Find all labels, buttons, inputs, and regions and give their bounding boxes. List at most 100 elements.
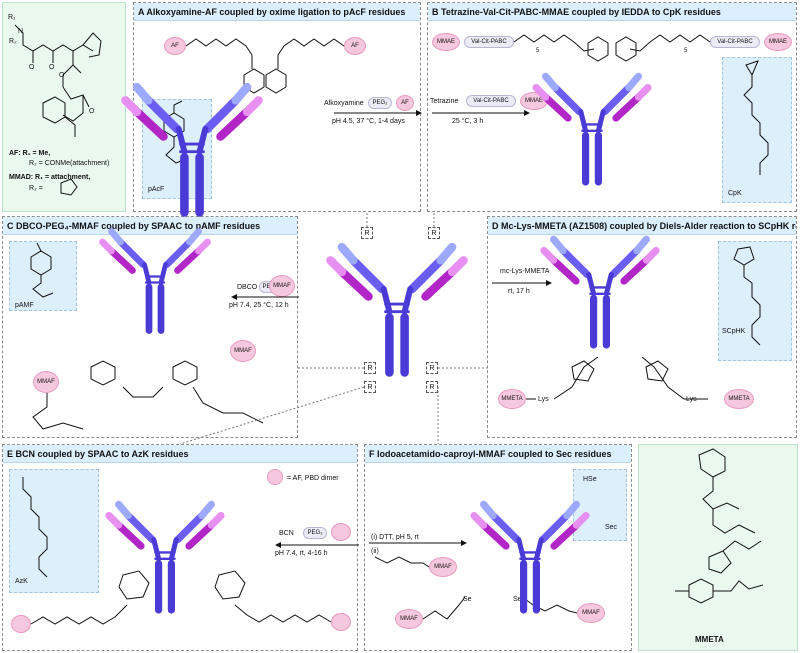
r2-label: R₂ [9, 38, 17, 45]
sub5-right: 5 [684, 48, 688, 54]
thiazole-icon [60, 178, 78, 196]
dbco-label: DBCO [237, 284, 258, 291]
tetrazine-label: Tetrazine [430, 98, 459, 105]
legend-circle [267, 469, 283, 485]
pacf-structure-svg [163, 100, 187, 164]
panel-b-arrow [432, 110, 530, 116]
payload-circle-left [11, 615, 31, 633]
panel-c-linker-svg [32, 360, 264, 430]
bcn-label: BCN [279, 530, 294, 537]
panel-d: D Mc-Lys-MMETA (AZ1508) coupled by Diels… [487, 216, 797, 438]
mmaf-circle-reagent: MMAF [429, 557, 457, 577]
connector-e [179, 386, 365, 445]
r-box-top-left: R [361, 227, 373, 239]
n-label: N [18, 28, 24, 35]
panel-e: E BCN coupled by SPAAC to AzK residues A… [2, 444, 359, 651]
panel-d-arrow [492, 280, 552, 286]
cpk-structure-svg [743, 60, 769, 175]
panel-f-step1: (i) DTT, pH 5, rt [371, 534, 419, 541]
panel-b-conditions: 25 °C, 3 h [452, 118, 484, 125]
panel-a-title: A Alkoxyamine-AF coupled by oxime ligati… [134, 3, 420, 21]
r-box-top-right: R [428, 227, 440, 239]
vcp-pill-right: Val-Cit-PABC [710, 36, 760, 48]
mmeta-circle-right: MMETA [724, 389, 754, 409]
pamf-box [9, 241, 77, 311]
panel-c-arrow [231, 294, 299, 300]
mmaf-circle-f-left: MMAF [395, 609, 423, 629]
panel-a-conditions: pH 4.5, 37 °C, 1-4 days [332, 118, 405, 125]
r-box-low-left: R [364, 381, 376, 393]
payload-circle-right [331, 613, 351, 631]
antibody-d [540, 235, 660, 349]
o-label-2: O [49, 64, 55, 71]
af-mmad-structure-box: R₁ N R₂ O O O O AF: R₁ = Me, R₂ = CONMe(… [2, 2, 126, 212]
panel-c-title: C DBCO-PEG₄-MMAF coupled by SPAAC to pAM… [3, 217, 297, 235]
mmeta-structure-svg [675, 448, 764, 604]
af-mmad-structure-svg [14, 24, 102, 137]
lys-label-left: Lys [538, 396, 549, 403]
mmae-circle-right: MMAE [764, 33, 792, 51]
antibody-a [121, 82, 263, 217]
mmae-circle-left: MMAE [432, 33, 460, 51]
se-label-left: Se [463, 596, 472, 603]
panel-d-conditions: rt, 17 h [508, 288, 530, 295]
pamf-structure-svg [30, 242, 54, 298]
panel-d-title: D Mc-Lys-MMETA (AZ1508) coupled by Diels… [488, 217, 796, 235]
panel-e-arrow [275, 542, 359, 548]
peg3-pill: PEG₃ [303, 527, 327, 539]
o-label-1: O [29, 64, 35, 71]
hse-label: HSe [583, 476, 597, 483]
pacf-label: pAcF [148, 186, 165, 193]
panel-f-arrow [369, 540, 467, 546]
se-label-right: Se [513, 596, 522, 603]
af-circle-right: AF [344, 37, 366, 55]
scphk-box [718, 241, 792, 361]
panel-f-title: F Iodoacetamido-caproyl-MMAF coupled to … [365, 445, 631, 463]
panel-b-title: B Tetrazine-Val-Cit-PABC-MMAE coupled by… [428, 3, 796, 21]
reagent-af-circle: AF [396, 95, 414, 111]
mmeta-circle-left: MMETA [498, 389, 526, 409]
reagent-vcp-pill: Val-Cit-PABC [466, 95, 516, 107]
cpk-box [722, 57, 792, 203]
peg2-pill: PEG₂ [368, 97, 392, 109]
r1-label: R₁ [8, 14, 16, 21]
scphk-label: SCpHK [722, 328, 746, 335]
af-definition-line2: R₂ = CONMe(attachment) [29, 160, 110, 167]
legend-label: = AF, PBD dimer [287, 475, 339, 482]
azk-label: AzK [15, 578, 28, 585]
panel-c-conditions: pH 7.4, 25 °C, 12 h [229, 302, 289, 309]
cpk-label: CpK [728, 190, 742, 197]
antibody-b [532, 72, 652, 186]
antibody-f [470, 500, 590, 614]
panel-d-linker-svg [526, 356, 708, 400]
alkoxyamine-label: Alkoxyamine [324, 100, 364, 107]
antibody-c [99, 228, 211, 334]
panel-e-linker-svg [30, 570, 332, 625]
reagent-circle-e [331, 523, 351, 541]
o-label-3: O [59, 72, 65, 79]
antibody-center [326, 242, 468, 377]
panel-a-linker-svg [185, 38, 345, 94]
panel-e-conditions: pH 7.4, rt, 4-16 h [275, 550, 328, 557]
mmeta-label: MMETA [695, 635, 724, 644]
sec-label: Sec [605, 524, 618, 531]
mc-lys-mmeta-label: mc-Lys-MMETA [500, 268, 550, 275]
mmaf-circle-f-right: MMAF [577, 603, 605, 623]
r-box-mid-right: R [426, 362, 438, 374]
mmaf-circle-left: MMAF [33, 371, 59, 393]
panel-f-step2: (ii) [371, 548, 379, 555]
sec-box [573, 469, 627, 541]
r-box-mid-left: R [364, 362, 376, 374]
vcp-pill-left: Val-Cit-PABC [464, 36, 514, 48]
scphk-structure-svg [733, 246, 761, 346]
mmad-definition-line1: MMAD: R₁ = attachment, [9, 174, 91, 181]
mmeta-structure-box: MMETA [638, 444, 798, 651]
af-definition-line1: AF: R₁ = Me, [9, 150, 51, 157]
panel-f-linker-svg [374, 556, 578, 620]
panel-a-arrow [334, 110, 422, 116]
mmad-definition-line2: R₂ = [29, 185, 43, 192]
sub5-left: 5 [536, 48, 540, 54]
o-label-4: O [89, 108, 95, 115]
